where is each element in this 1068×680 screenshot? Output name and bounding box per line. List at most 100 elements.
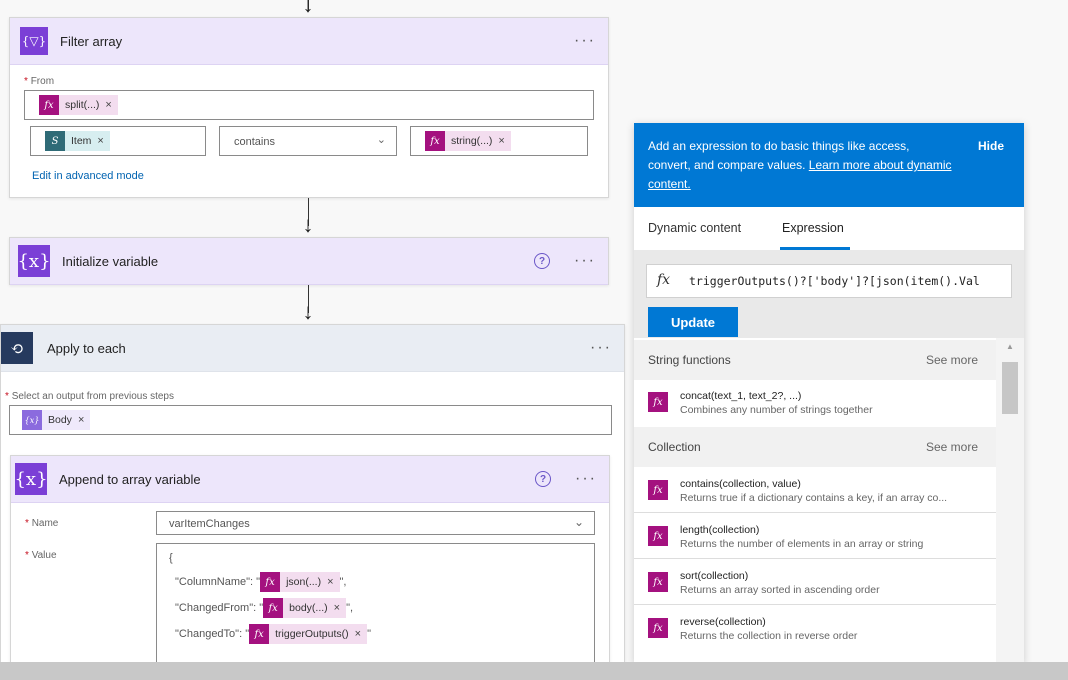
remove-token-icon[interactable]: × xyxy=(77,414,85,426)
update-button[interactable]: Update xyxy=(648,307,738,337)
from-input[interactable]: fx split(...) × xyxy=(24,90,594,120)
filter-array-header[interactable]: {▽} Filter array ··· xyxy=(10,18,608,65)
edit-advanced-link[interactable]: Edit in advanced mode xyxy=(32,170,144,182)
expression-area: fx triggerOutputs()?['body']?[json(item(… xyxy=(634,250,1024,338)
panel-banner: Add an expression to do basic things lik… xyxy=(634,123,1024,207)
apply-to-each-header[interactable]: ⟲ Apply to each ··· xyxy=(1,325,624,372)
dynamic-token[interactable]: S Item × xyxy=(45,131,110,151)
more-options-button[interactable]: ··· xyxy=(574,252,596,269)
fx-icon: fx xyxy=(648,526,668,546)
filter-icon: {▽} xyxy=(20,27,48,55)
name-label: * Name xyxy=(25,518,59,529)
remove-token-icon[interactable]: × xyxy=(105,99,112,111)
operator-select[interactable]: contains ⌄ xyxy=(219,126,397,156)
function-name: sort(collection) xyxy=(680,570,749,582)
expression-token[interactable]: fx body(...) × xyxy=(263,598,347,618)
scroll-up-icon[interactable]: ▲ xyxy=(1006,342,1014,351)
see-more-link[interactable]: See more xyxy=(925,440,978,454)
fx-icon: fx xyxy=(648,572,668,592)
list-item[interactable]: fx length(collection) Returns the number… xyxy=(634,516,996,559)
fx-icon: fx xyxy=(263,598,284,618)
expression-token[interactable]: fx string(...) × xyxy=(425,131,511,151)
fx-icon: fx xyxy=(39,95,59,115)
remove-token-icon[interactable]: × xyxy=(354,628,362,640)
remove-token-icon[interactable]: × xyxy=(97,135,104,147)
fx-icon: fx xyxy=(648,480,668,500)
see-more-link[interactable]: See more xyxy=(925,353,978,367)
section-title: String functions xyxy=(648,353,731,367)
more-options-button[interactable]: ··· xyxy=(575,470,597,487)
function-description: Returns true if a dictionary contains a … xyxy=(680,492,948,504)
value-label: * Value xyxy=(25,550,57,561)
initialize-variable-title: Initialize variable xyxy=(62,253,159,269)
operator-value: contains xyxy=(234,136,275,148)
sharepoint-icon: S xyxy=(45,131,65,151)
list-item[interactable]: fx contains(collection, value) Returns t… xyxy=(634,470,996,513)
variable-icon: {x} xyxy=(17,245,51,277)
help-icon[interactable]: ? xyxy=(534,253,550,269)
more-options-button[interactable]: ··· xyxy=(590,339,612,356)
scrollbar-thumb[interactable] xyxy=(1002,362,1018,414)
token-label: split(...) xyxy=(65,99,100,111)
function-description: Returns the collection in reverse order xyxy=(680,630,858,642)
intro-text: Add an expression to do basic things lik… xyxy=(648,139,910,172)
select-output-label: * Select an output from previous steps xyxy=(5,391,174,402)
token-label: triggerOutputs() xyxy=(275,628,349,640)
filter-array-title: Filter array xyxy=(60,33,123,49)
remove-token-icon[interactable]: × xyxy=(327,576,334,588)
expression-token[interactable]: fx triggerOutputs() × xyxy=(249,624,368,644)
function-description: Combines any number of strings together xyxy=(680,404,873,416)
dynamic-token[interactable]: {x} Body × xyxy=(22,410,91,430)
list-item[interactable]: fx sort(collection) Returns an array sor… xyxy=(634,562,996,605)
select-output-input[interactable]: {x} Body × xyxy=(9,405,612,435)
function-name: length(collection) xyxy=(680,524,760,536)
apply-to-each-title: Apply to each xyxy=(47,340,126,356)
function-list: String functions See more fx concat(text… xyxy=(634,338,1024,663)
token-label: json(...) xyxy=(286,576,322,588)
chevron-down-icon: ⌄ xyxy=(573,515,584,529)
name-select[interactable]: varItemChanges ⌄ xyxy=(156,511,595,535)
remove-token-icon[interactable]: × xyxy=(498,135,505,147)
connector-arrow-icon: ↓ xyxy=(302,212,314,237)
initialize-variable-header[interactable]: {x} Initialize variable ? ··· xyxy=(10,238,608,285)
more-options-button[interactable]: ··· xyxy=(574,32,596,49)
json-suffix: ", xyxy=(346,602,354,614)
loop-icon: ⟲ xyxy=(1,332,33,364)
connector-line xyxy=(308,285,309,313)
expression-token[interactable]: fx json(...) × xyxy=(260,572,340,592)
fx-icon: fx xyxy=(249,624,270,644)
tab-expression[interactable]: Expression xyxy=(782,221,844,235)
expression-text: triggerOutputs()?['body']?[json(item().V… xyxy=(689,274,980,288)
help-icon[interactable]: ? xyxy=(535,471,551,487)
token-label: Item xyxy=(71,135,92,147)
list-item[interactable]: fx reverse(collection) Returns the colle… xyxy=(634,608,996,650)
remove-token-icon[interactable]: × xyxy=(333,602,341,614)
token-label: Body xyxy=(48,414,72,426)
list-item[interactable]: fx concat(text_1, text_2?, ...) Combines… xyxy=(634,382,996,424)
filter-array-card: {▽} Filter array ··· * From fx split(...… xyxy=(9,17,609,198)
expression-token[interactable]: fx split(...) × xyxy=(39,95,118,115)
function-name: concat(text_1, text_2?, ...) xyxy=(680,390,802,402)
open-brace: { xyxy=(169,552,173,564)
token-label: body(...) xyxy=(289,602,328,614)
fx-icon: fx xyxy=(657,272,671,288)
panel-intro: Add an expression to do basic things lik… xyxy=(648,137,953,194)
condition-right-input[interactable]: fx string(...) × xyxy=(410,126,588,156)
condition-left-input[interactable]: S Item × xyxy=(30,126,206,156)
expression-input[interactable]: fx triggerOutputs()?['body']?[json(item(… xyxy=(646,264,1012,298)
connector-arrow-icon: ↓ xyxy=(302,0,314,17)
hide-button[interactable]: Hide xyxy=(977,139,1004,153)
append-array-header[interactable]: {x} Append to array variable ? ··· xyxy=(11,456,609,503)
fx-icon: fx xyxy=(260,572,281,592)
from-label: * From xyxy=(24,76,55,87)
tab-dynamic-content[interactable]: Dynamic content xyxy=(648,221,742,235)
token-label: string(...) xyxy=(451,135,493,147)
json-suffix: ", xyxy=(339,576,347,588)
scrollbar[interactable]: ▲ xyxy=(996,338,1024,663)
learn-more-link[interactable]: Learn more about dynamic content. xyxy=(648,158,952,191)
variable-icon: {x} xyxy=(22,410,42,430)
